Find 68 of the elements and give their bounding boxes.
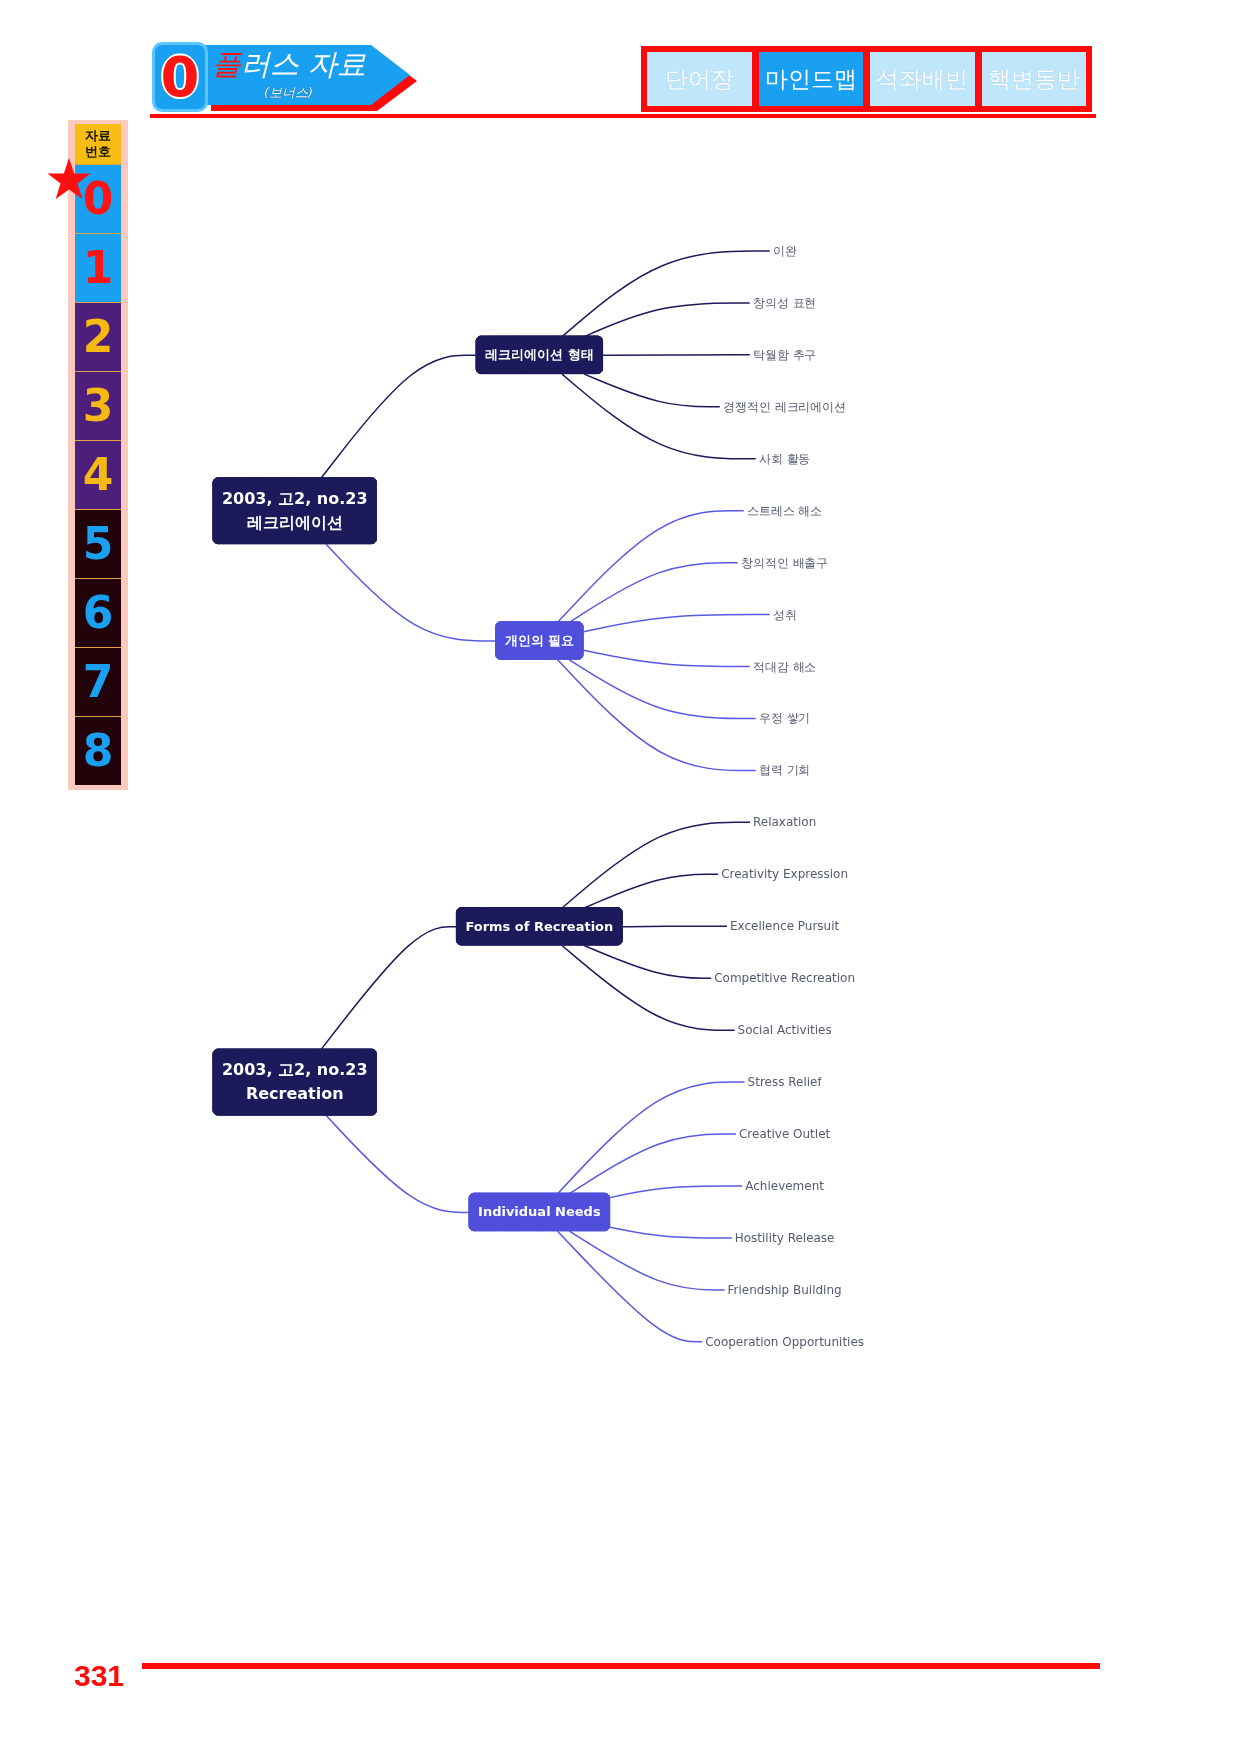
connector-line	[325, 543, 497, 642]
leaf-text: Competitive Recreation	[714, 971, 855, 986]
index-tab: 1	[75, 233, 121, 302]
branch-box: Individual Needs	[468, 1192, 611, 1232]
branch-box: 개인의 필요	[495, 621, 584, 660]
leaf-text: Stress Relief	[747, 1075, 822, 1090]
leaf-text: Friendship Building	[727, 1282, 842, 1297]
index-tab: 5	[75, 509, 121, 578]
connector-line	[582, 613, 771, 633]
leaf-text: Achievement	[745, 1179, 824, 1193]
connector-line	[583, 373, 721, 408]
connector-line	[582, 649, 751, 668]
branch-box: 레크리에이션 형태	[475, 335, 604, 375]
branch-box: Forms of Recreation	[455, 907, 623, 946]
connector-line	[556, 1230, 703, 1343]
index-tab: 4	[75, 440, 121, 509]
leaf-text: Creative Outlet	[739, 1127, 831, 1142]
connector-line	[583, 944, 712, 979]
nav-tab: 석좌배빈	[870, 52, 975, 106]
leaf-text: Relaxation	[753, 815, 817, 830]
connector-line	[556, 1081, 746, 1195]
connector-line	[568, 1230, 726, 1291]
page-number: 331	[74, 1659, 125, 1693]
index-tab: 0	[75, 164, 121, 233]
leaf-text: Cooperation Opportunities	[705, 1334, 865, 1349]
leaf-text: 이완	[772, 244, 797, 258]
leaf-text: 경쟁적인 레크리에이션	[722, 399, 847, 414]
leaf-text: 협력 기회	[758, 763, 811, 778]
index-tab: 6	[75, 578, 121, 647]
index-tab: 2	[75, 302, 121, 371]
leaf-text: 적대감 해소	[752, 659, 817, 674]
leaf-text: 창의성 표현	[752, 295, 817, 310]
connector-line	[320, 354, 478, 479]
connector-line	[561, 373, 757, 460]
connector-line	[320, 925, 458, 1051]
banner-title: 플러스 자료	[212, 47, 367, 81]
topic-box: 2003, 고2, no.23 레크리에이션	[212, 477, 377, 545]
leaf-text: 우정 쌓기	[758, 711, 811, 726]
nav-tab: 단어장	[647, 52, 752, 106]
leaf-text: Hostility Release	[734, 1230, 835, 1245]
leaf-text: 성취	[772, 607, 797, 622]
topic-box: 2003, 고2, no.23 Recreation	[212, 1048, 377, 1116]
index-tab: 3	[75, 371, 121, 440]
connector-line	[622, 925, 728, 928]
leaf-text: 창의적인 배출구	[740, 555, 829, 570]
nav-tab: 마인드맵	[758, 52, 863, 106]
leaf-text: 스트레스 해소	[746, 503, 823, 518]
leaf-text: 탁월함 추구	[752, 347, 817, 362]
connector-line	[609, 1185, 743, 1199]
leaf-text: Social Activities	[737, 1023, 832, 1038]
column-heading: 자료 번호	[75, 124, 121, 164]
connector-line	[556, 659, 757, 772]
number-badge: 0	[152, 42, 208, 112]
leaf-text: Excellence Pursuit	[730, 919, 840, 934]
connector-line	[602, 354, 751, 357]
connector-line	[561, 821, 751, 909]
leaf-text: 사회 활동	[758, 451, 811, 466]
connector-line	[325, 1114, 471, 1214]
banner-subtitle: (보너스)	[264, 85, 314, 101]
leaf-text: Creativity Expression	[721, 867, 849, 882]
connector-line	[561, 250, 771, 338]
index-tab: 7	[75, 647, 121, 716]
index-tab: 8	[75, 716, 121, 785]
nav-tab: 핵변동반	[981, 52, 1086, 106]
connector-line	[609, 1226, 733, 1239]
connector-line	[568, 659, 757, 720]
connector-line	[561, 944, 736, 1031]
connector-line	[568, 1133, 737, 1195]
